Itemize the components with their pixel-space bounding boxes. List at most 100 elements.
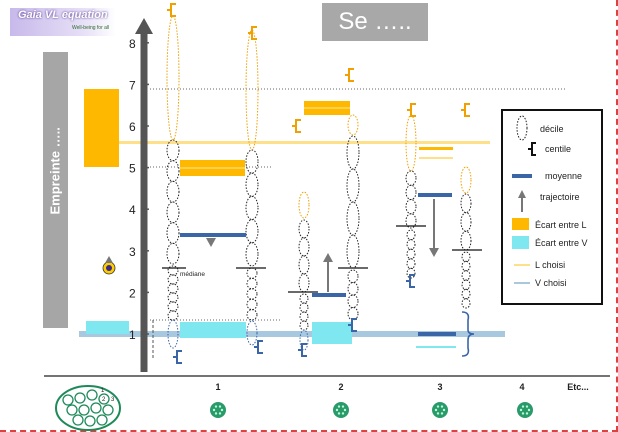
legend-label: Écart entre L (535, 220, 587, 230)
cluster-label: 2 (102, 397, 106, 403)
centile-curly-bracket (461, 311, 475, 357)
cell-icon-dot (525, 412, 529, 415)
centile-bracket (407, 103, 416, 117)
decile-circle (166, 242, 180, 265)
decile-circle (461, 279, 471, 290)
decile-circle (245, 219, 259, 244)
decile-circle (246, 309, 258, 321)
cell-icon-dot (521, 405, 525, 408)
decile-circle (246, 298, 258, 311)
decile-circle (167, 319, 179, 349)
cell-icon-dot (436, 405, 440, 408)
decile-circle (461, 251, 471, 262)
decile-circle (460, 212, 472, 232)
x-axis-label: 4 (519, 382, 524, 392)
mediane-label: médiane (180, 271, 205, 278)
legend-label: Écart entre V (535, 238, 588, 248)
cluster-label: 1 (101, 388, 105, 394)
centile-bracket (173, 350, 182, 364)
y-axis-tick-label: 7 (129, 78, 136, 92)
logo-tagline: Well-being for all (72, 25, 110, 31)
x-axis-label: 1 (215, 382, 220, 392)
population-cell-icon (78, 404, 90, 416)
y-axis-tick-label: 1 (129, 328, 136, 342)
cell-icon-dot (337, 412, 341, 415)
cell-icon-dot (214, 405, 218, 408)
legend-label: décile (540, 124, 564, 134)
ecart-v-bar (312, 322, 352, 344)
trajectory-arrow-head (429, 248, 439, 257)
cell-icon-dot (440, 412, 444, 415)
cell-icon-dot (434, 408, 438, 412)
decile-circle (406, 248, 416, 260)
centile-bracket (406, 274, 415, 288)
decile-circle (166, 180, 180, 203)
decile-circle (347, 269, 359, 283)
logo-title: Gaia VL equation (18, 9, 108, 21)
cell-icon-dot (519, 408, 523, 412)
cell-icon-dot (442, 408, 446, 412)
ecart-l-bar (419, 147, 453, 150)
decile-circle (166, 222, 180, 244)
decile-circle (299, 329, 309, 351)
moyenne-bar (418, 193, 452, 197)
cell-icon-dot (220, 408, 224, 412)
decile-circle (166, 139, 180, 162)
decile-circle (166, 160, 180, 182)
decile-circle (166, 201, 180, 224)
y-axis-tick-label: 2 (129, 286, 136, 300)
cell-icon-dot (212, 408, 216, 412)
ecart-v-bar (180, 322, 246, 338)
cell-icon-dot (335, 408, 339, 412)
cell-icon-dot (337, 405, 341, 408)
population-cell-icon (84, 415, 96, 427)
y-axis-tick-label: 8 (129, 37, 136, 51)
y-axis-tick-label: 3 (129, 245, 136, 259)
centile-bracket (298, 343, 307, 357)
decile-circle (299, 302, 309, 313)
decile-circle (246, 277, 258, 290)
decile-circle (245, 149, 259, 174)
cell-icon-dot (440, 405, 444, 408)
decile-circle (405, 213, 417, 229)
l-choisi-band (86, 141, 490, 144)
decile-circle (460, 230, 472, 251)
moyenne-bar (418, 332, 456, 336)
cell-icon-dot (343, 408, 347, 412)
decile-circle (406, 258, 416, 269)
decile-circle (166, 15, 180, 141)
centile-bracket (461, 103, 470, 117)
legend-box (501, 109, 603, 305)
moyenne-bar (312, 293, 346, 297)
decile-circle (298, 219, 310, 239)
decile-circle (461, 260, 471, 272)
trajectory-arrow-head (206, 238, 216, 247)
population-cell-icon (74, 392, 86, 404)
ecart-v-block (86, 321, 129, 334)
decile-circle (298, 191, 310, 219)
cell-icon-dot (214, 412, 218, 415)
ecart-v-bar (416, 346, 456, 348)
decile-circle (245, 172, 259, 197)
legend-label: L choisi (535, 260, 565, 270)
moyenne-bar (180, 233, 246, 237)
population-cell-icon (72, 414, 84, 426)
legend-centile-icon (528, 142, 536, 156)
population-cell-icon (96, 414, 108, 426)
population-cell-icon (102, 404, 114, 416)
y-axis-arrowhead (135, 18, 153, 34)
cell-icon (333, 402, 349, 418)
cell-icon (432, 402, 448, 418)
population-cell-icon (98, 393, 110, 405)
cell-icon-dot (527, 408, 531, 412)
decile-circle (298, 237, 310, 257)
trajectory-arrow-head (323, 253, 333, 262)
legend-decile-icon (516, 115, 528, 141)
cell-icon-dot (341, 412, 345, 415)
decile-circle (461, 270, 471, 281)
decile-circle (460, 193, 472, 214)
decile-circle (245, 242, 259, 267)
centile-bracket (292, 119, 301, 133)
